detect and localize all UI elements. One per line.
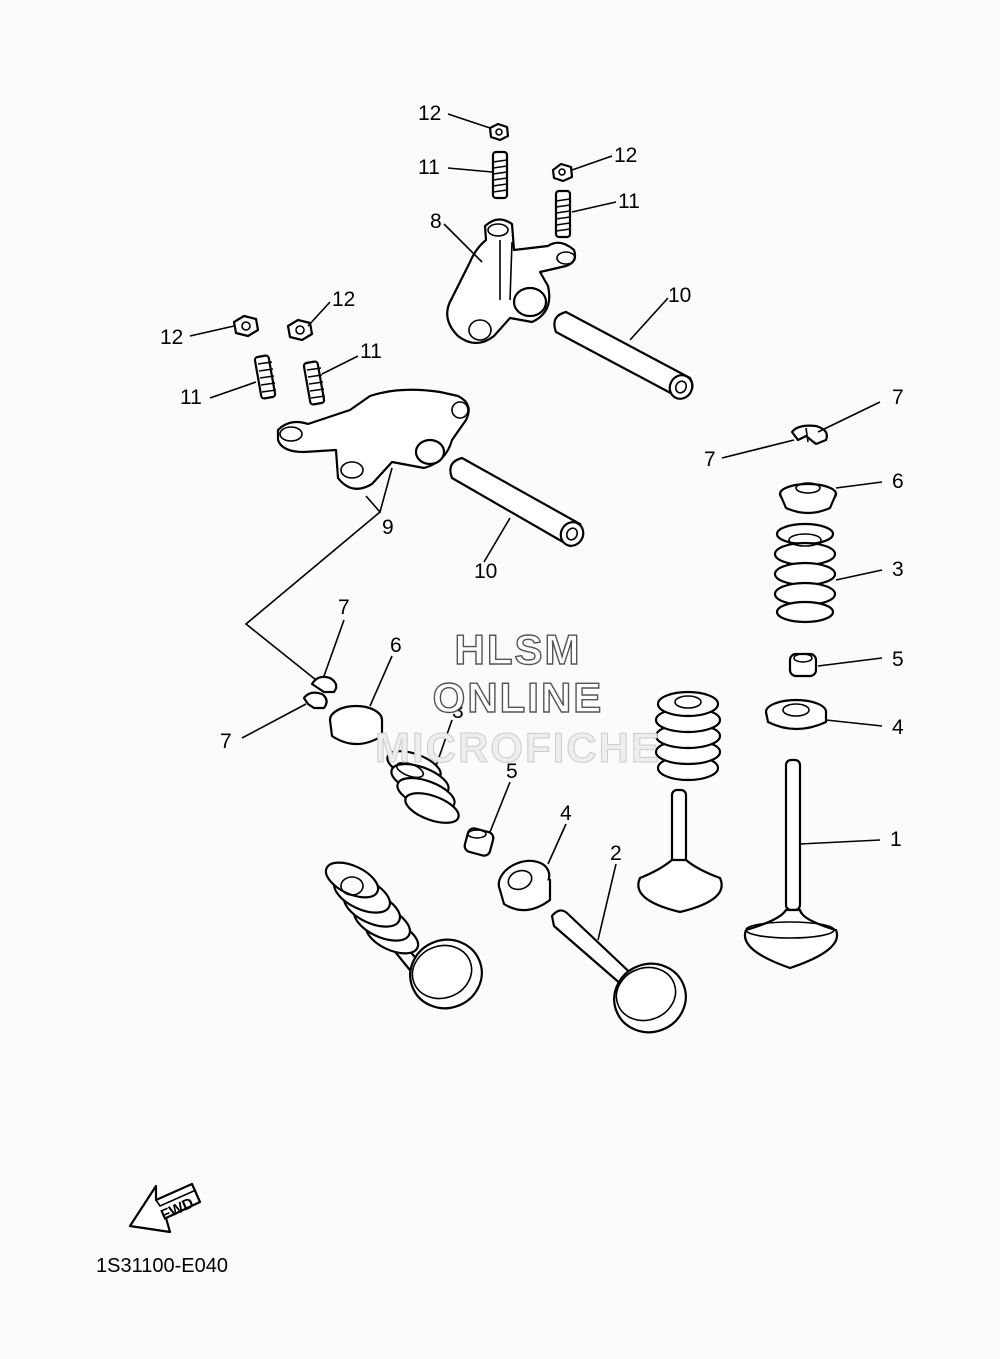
- callout-12-top: 12: [418, 102, 441, 125]
- watermark-line-2: ONLINE: [433, 674, 604, 721]
- rocker-shaft-10-left[interactable]: [449, 456, 587, 550]
- callout-12-left-b: 12: [332, 288, 355, 311]
- callout-10-top: 10: [668, 284, 691, 307]
- callout-4-left: 4: [560, 802, 572, 825]
- watermark-line-1: HLSM: [455, 626, 582, 673]
- callout-11-top-right: 11: [618, 190, 640, 213]
- top-nut-12-right[interactable]: [551, 162, 574, 183]
- callout-9: 9: [382, 516, 394, 539]
- left-nut-12-b[interactable]: [286, 318, 314, 342]
- valve-cotter-7-left-b[interactable]: [302, 691, 328, 710]
- callout-11-left-b: 11: [360, 340, 382, 363]
- spring-seat-4-left[interactable]: [493, 854, 554, 912]
- callout-7-left-top: 7: [338, 596, 350, 619]
- assembled-valve-left: [324, 861, 483, 1010]
- callout-11-top: 11: [418, 156, 440, 179]
- callout-7-right-top: 7: [892, 386, 904, 409]
- valve-stem-seal-5-left[interactable]: [463, 827, 495, 857]
- spring-retainer-6-right[interactable]: [778, 482, 838, 515]
- rocker-arm-8[interactable]: [446, 218, 577, 345]
- valve-spring-3-right[interactable]: [773, 522, 837, 624]
- left-nut-12-a[interactable]: [232, 314, 260, 338]
- valve-spring-3-left[interactable]: [384, 745, 463, 829]
- callout-6-right: 6: [892, 470, 904, 493]
- callout-2: 2: [610, 842, 622, 865]
- callout-11-left-a: 11: [180, 386, 202, 409]
- callout-7-right-side: 7: [704, 448, 716, 471]
- callout-8: 8: [430, 210, 442, 233]
- valve-cotter-7-left-a[interactable]: [310, 675, 338, 694]
- callout-3-left: 3: [452, 700, 464, 723]
- callout-7-left-side: 7: [220, 730, 232, 753]
- callout-5-left: 5: [506, 760, 518, 783]
- callout-3-right: 3: [892, 558, 904, 581]
- callout-12-left-a: 12: [160, 326, 183, 349]
- valve-2[interactable]: [550, 909, 695, 1042]
- top-adjuster-screw-11[interactable]: [491, 150, 509, 200]
- spring-seat-4-right[interactable]: [764, 698, 828, 731]
- top-nut-12[interactable]: [488, 122, 510, 142]
- callout-6-left: 6: [390, 634, 402, 657]
- valve-1[interactable]: [743, 758, 839, 970]
- valve-cotter-7-right[interactable]: [790, 424, 828, 446]
- left-adjuster-screw-11-a[interactable]: [253, 354, 277, 400]
- rocker-shaft-10-top[interactable]: [553, 310, 696, 403]
- callout-10-left: 10: [474, 560, 497, 583]
- fwd-arrow-icon: FWD: [128, 1182, 202, 1234]
- top-adjuster-screw-11-right[interactable]: [554, 189, 572, 239]
- assembled-valve-right: [637, 690, 723, 914]
- leader-lines: [189, 113, 883, 941]
- catalog-code: 1S31100-E040: [96, 1255, 228, 1277]
- valve-stem-seal-5-right[interactable]: [788, 652, 818, 678]
- callout-4-right: 4: [892, 716, 904, 739]
- left-adjuster-screw-11-b[interactable]: [302, 360, 326, 406]
- watermark-line-3: MICROFICHE: [375, 724, 661, 771]
- watermark: HLSM ONLINE MICROFICHE: [375, 625, 661, 771]
- callout-5-right: 5: [892, 648, 904, 671]
- callout-1: 1: [890, 828, 902, 851]
- callout-12-top-right: 12: [614, 144, 637, 167]
- spring-retainer-6-left[interactable]: [328, 704, 384, 746]
- rocker-arm-9[interactable]: [276, 388, 470, 490]
- callout-numbers: 12 11 12 11 8 10 12 12 11 11 9 10 7 7 6 …: [160, 102, 904, 865]
